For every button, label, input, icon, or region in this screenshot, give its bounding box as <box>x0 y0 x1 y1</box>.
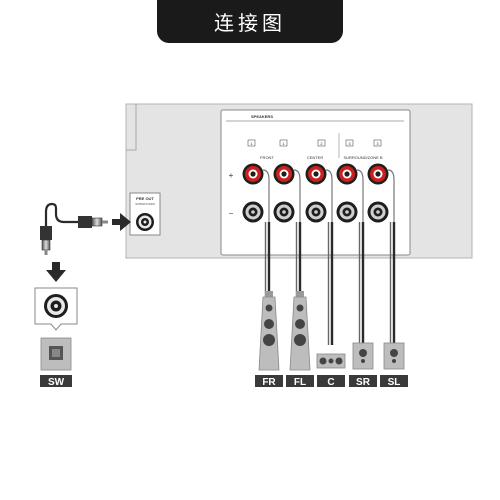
channel-number-4: 3 <box>348 141 351 146</box>
speaker-label-fr: FR <box>262 377 276 388</box>
terminal-positive-hole-sr <box>344 171 350 177</box>
arrow-icon-to-subwoofer <box>46 262 66 282</box>
terminal-clip-sl <box>387 169 395 222</box>
terminal-negative-hole-fl <box>282 210 286 214</box>
speaker-tweeter-fl <box>296 304 304 312</box>
minus-sign: − <box>229 209 234 218</box>
terminal-pair-fl <box>273 163 301 223</box>
terminal-positive-hole-sl <box>375 171 381 177</box>
rca-plug-body-subwoofer <box>40 226 52 240</box>
speaker-fr <box>258 291 280 371</box>
speaker-fl <box>289 291 311 371</box>
surround-label: SURROUND/ZONE B <box>343 155 382 160</box>
terminal-positive-hole-c <box>313 171 319 177</box>
speaker-woofer-left-c <box>319 357 327 365</box>
channel-number-row: 1 1 2 3 3 <box>247 139 382 147</box>
terminal-clip-fl <box>293 169 301 222</box>
speaker-cable-sr <box>358 222 365 345</box>
page-title: 连接图 <box>157 0 343 43</box>
speaker-woofer-right-c <box>335 357 343 365</box>
speaker-cable-fl <box>295 222 302 298</box>
speaker-cable-sl <box>389 222 396 345</box>
terminal-pair-sl <box>367 163 395 223</box>
title-text: 连接图 <box>214 11 286 35</box>
speaker-label-box-sl <box>380 375 408 387</box>
terminal-negative-hole-sl <box>376 210 380 214</box>
rca-plug-barrel-subwoofer <box>41 239 51 251</box>
arrow-icon-to-pre-out <box>112 213 131 231</box>
subwoofer-label-box <box>40 375 72 387</box>
terminal-pair-fr <box>242 163 270 223</box>
speaker-sr <box>352 342 374 370</box>
subwoofer-label: SW <box>48 377 65 388</box>
diagram-elements <box>34 163 405 371</box>
speaker-cabinet-fr <box>258 296 280 371</box>
speaker-labels: FR FL C SR SL SW <box>40 375 408 388</box>
speaker-c <box>316 353 346 369</box>
speakers-heading: SPEAKERS <box>251 114 273 119</box>
channel-number-3: 2 <box>320 141 323 146</box>
pre-out-sublabel: SUBWOOFER <box>135 202 156 206</box>
speaker-cable-c <box>327 222 334 345</box>
speaker-cabinet-fl <box>289 296 311 371</box>
terminal-pair-sr <box>336 163 364 223</box>
terminal-negative-hole-fr <box>251 210 255 214</box>
speaker-label-sr: SR <box>356 377 371 388</box>
channel-number-1: 1 <box>250 141 253 146</box>
rca-plug-body-receiver <box>78 216 92 228</box>
rca-plug-pin-receiver <box>102 220 108 224</box>
speaker-label-c: C <box>327 377 334 388</box>
front-label: FRONT <box>260 155 274 160</box>
pre-out-jack-pin <box>143 220 147 224</box>
subwoofer-input-box <box>34 287 78 331</box>
speaker-sl <box>383 342 405 370</box>
subwoofer-cable <box>40 202 108 255</box>
speaker-label-box-c <box>317 375 345 387</box>
speaker-cable-fr <box>264 222 271 298</box>
subwoofer-jack-pin <box>54 304 58 308</box>
rca-plug-barrel-receiver <box>91 217 103 227</box>
speaker-woofer-lower-fr <box>263 334 275 346</box>
channel-number-5: 3 <box>376 141 379 146</box>
speaker-label-box-fr <box>255 375 283 387</box>
speaker-woofer-sr <box>359 349 367 357</box>
terminal-clip-fr <box>262 169 270 222</box>
plus-sign: + <box>229 171 234 180</box>
speaker-woofer-upper-fl <box>295 319 305 329</box>
terminal-positive-hole-fl <box>281 171 287 177</box>
center-label: CENTER <box>307 155 324 160</box>
channel-number-2: 1 <box>282 141 285 146</box>
speaker-label-box-fl <box>286 375 314 387</box>
speaker-label-sl: SL <box>388 377 401 388</box>
speaker-tweeter-c <box>328 358 334 364</box>
rca-jack-icon-pre-out <box>136 213 154 231</box>
speaker-tweeter-fr <box>265 304 273 312</box>
speaker-label-fl: FL <box>294 377 306 388</box>
terminal-negative-hole-sr <box>345 210 349 214</box>
speaker-woofer-sl <box>390 349 398 357</box>
terminal-negative-hole-c <box>314 210 318 214</box>
rca-plug-pin-subwoofer <box>44 250 48 255</box>
speaker-top-fr <box>265 291 273 297</box>
speaker-woofer-upper-fr <box>264 319 274 329</box>
terminal-pair-c <box>305 163 333 223</box>
speaker-woofer-lower-fl <box>294 334 306 346</box>
subwoofer-cable-wire <box>44 202 78 226</box>
speaker-top-fl <box>296 291 304 297</box>
rca-plug-icon-subwoofer-end <box>40 226 52 255</box>
speaker-label-box-sr <box>349 375 377 387</box>
pre-out-label: PRE OUT <box>136 196 154 201</box>
speaker-tweeter-sr <box>361 359 365 363</box>
terminal-clip-sr <box>356 169 364 222</box>
subwoofer <box>40 337 72 371</box>
rca-plug-icon-receiver-end <box>78 216 108 228</box>
terminal-positive-hole-fr <box>250 171 256 177</box>
speaker-tweeter-sl <box>392 359 396 363</box>
terminal-clip-c <box>325 169 333 222</box>
subwoofer-driver-center <box>52 349 60 357</box>
